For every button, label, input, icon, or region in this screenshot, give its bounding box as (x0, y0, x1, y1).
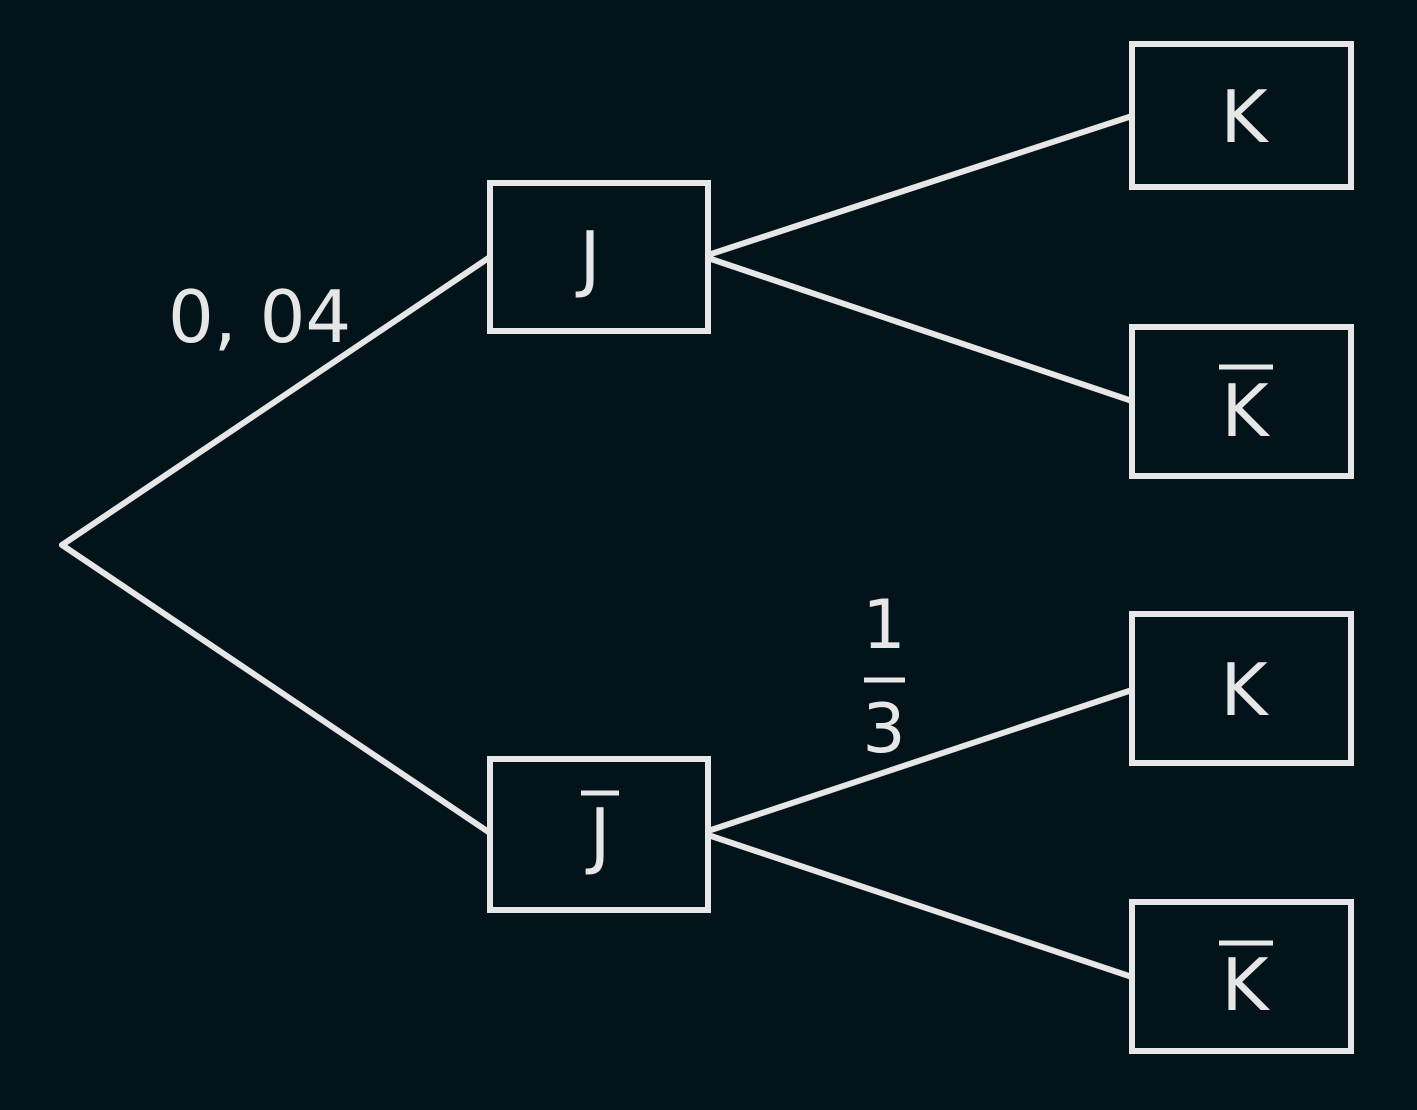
edge-j-bar-to-k (705, 687, 1135, 834)
node-j-bar-k-label: K (1220, 648, 1269, 732)
node-j-bar: J (487, 756, 711, 913)
node-j-k-bar-label: K (1221, 369, 1270, 453)
edge-label-j-bar-to-k: 1 3 (862, 586, 905, 769)
edge-root-to-j-bar (59, 542, 493, 836)
edge-label-root-to-j: 0, 04 (168, 275, 351, 359)
edge-j-to-k (705, 113, 1135, 258)
node-j: J (487, 180, 711, 334)
fraction-numerator: 1 (862, 586, 905, 665)
node-j-k-label: K (1220, 75, 1269, 159)
node-j-bar-k-bar: K (1129, 899, 1354, 1054)
node-j-k: K (1129, 41, 1354, 190)
node-j-bar-label: J (585, 793, 610, 877)
edge-j-bar-to-k-bar (705, 832, 1135, 980)
edge-j-to-k-bar (705, 255, 1135, 404)
node-j-bar-k-bar-label: K (1221, 943, 1270, 1027)
edge-root-to-j (59, 254, 493, 548)
node-j-bar-k: K (1129, 611, 1354, 766)
node-j-k-bar: K (1129, 324, 1354, 479)
fraction-denominator: 3 (862, 690, 905, 769)
node-j-label: J (575, 216, 600, 300)
